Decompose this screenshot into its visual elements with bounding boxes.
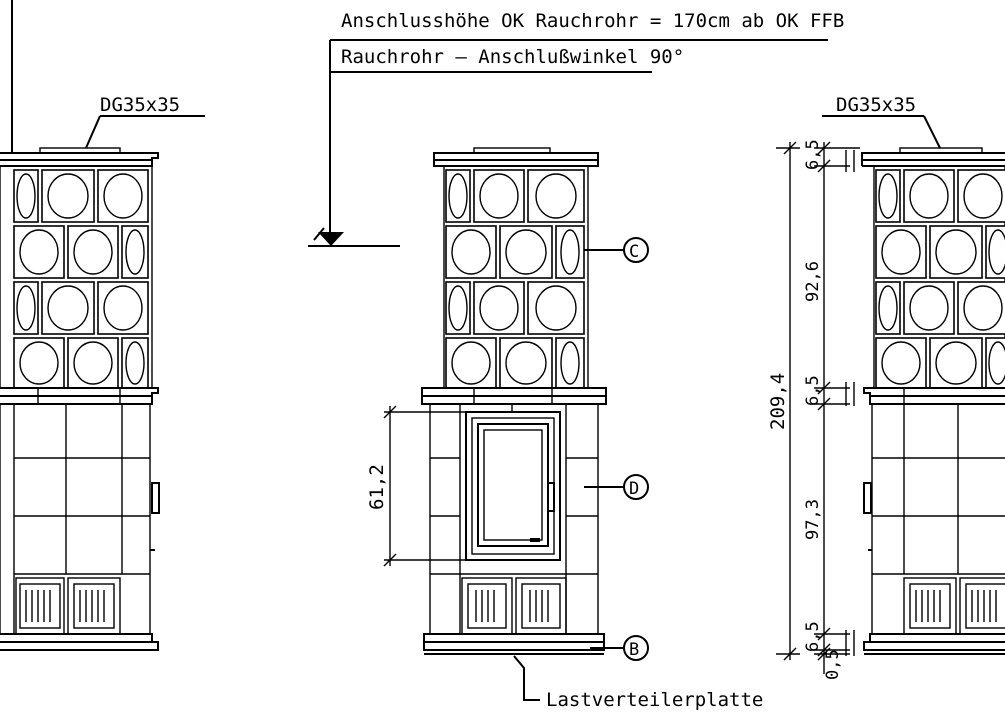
total-height-dimension: 209,4 [767, 373, 789, 430]
connection-height-annotation: Anschlusshöhe OK Rauchrohr = 170cm ab OK… [308, 10, 844, 247]
marker-d-label: D [629, 479, 639, 499]
lower-body-dimension: 97,3 [803, 499, 823, 540]
marker-c-label: C [629, 242, 639, 262]
cover-label-left: DG35x35 [100, 94, 180, 116]
plate-dimension: 0,5 [823, 649, 843, 680]
firebox-door [465, 411, 561, 561]
marker-b [623, 635, 649, 661]
marker-c [623, 237, 649, 263]
stove-front-view: 61,2 C D B Lastverteilerplatte [366, 147, 763, 711]
stove-side-view-right: DG35x35 [767, 94, 1005, 680]
door-handle [547, 482, 555, 512]
base-dimension: 6,5 [803, 621, 823, 652]
marker-d [623, 474, 649, 500]
door-height-dimension: 61,2 [366, 464, 388, 510]
connection-height-text: Anschlusshöhe OK Rauchrohr = 170cm ab OK… [341, 10, 844, 32]
cover-label-right: DG35x35 [836, 94, 916, 116]
stove-side-view-left: DG35x35 [0, 94, 205, 651]
flue-angle-text: Rauchrohr – Anschlußwinkel 90° [341, 46, 684, 68]
mid-cornice-dimension: 6,5 [803, 375, 823, 406]
level-marker-icon [318, 232, 344, 246]
upper-body-dimension: 92,6 [803, 261, 823, 302]
load-plate-label: Lastverteilerplatte [546, 689, 763, 711]
marker-b-label: B [629, 640, 639, 660]
top-cornice-dimension: 6,5 [803, 139, 823, 170]
